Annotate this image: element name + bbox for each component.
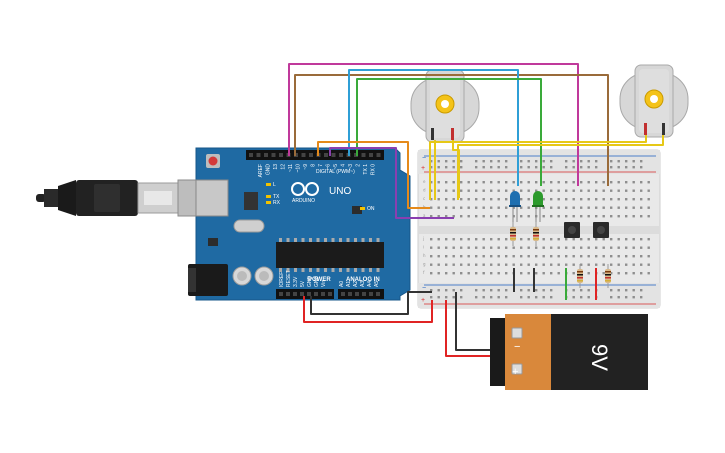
digital-pin-label: ~10 xyxy=(296,164,302,173)
wire-battery-red xyxy=(445,300,492,357)
digital-pin-label: 2 xyxy=(356,164,362,167)
power-pin-label: GND xyxy=(307,276,313,288)
digital-pin-label: ~5 xyxy=(333,164,339,170)
wire-yellow-3 xyxy=(429,135,647,200)
rx-led-label: RX xyxy=(273,200,281,206)
digital-pin-label: ~9 xyxy=(303,164,309,170)
breadboard-row-letter: f xyxy=(423,270,425,275)
arduino-uno-board: L TX RX ON ARDUINO UNO DIGITAL (PWM~) PO… xyxy=(188,147,411,301)
power-header xyxy=(276,289,334,299)
battery-minus-label: − xyxy=(514,341,520,353)
digital-label: DIGITAL (PWM~) xyxy=(316,169,355,175)
battery-icon: − + 9V xyxy=(490,314,648,390)
wire-magenta xyxy=(288,63,579,186)
digital-pin-label: 12 xyxy=(281,164,287,170)
wire-red-5v xyxy=(303,296,433,323)
wire-yellow-4 xyxy=(457,135,664,200)
wire-black-gnd xyxy=(310,291,432,315)
digital-pin-label: TX 1 xyxy=(363,164,369,175)
analog-pin-label: A4 xyxy=(367,281,373,287)
battery-plus-label: + xyxy=(512,366,518,378)
power-pin-label: 3.3V xyxy=(293,276,299,287)
brand-label: ARDUINO xyxy=(292,198,315,204)
led-icon xyxy=(509,191,521,222)
breadboard-row-letter: h xyxy=(423,253,426,258)
rail-plus-top: + xyxy=(421,165,425,172)
rail-minus-bottom: − xyxy=(422,285,426,292)
wire-green xyxy=(356,78,542,186)
arduino-infinity-logo xyxy=(291,182,319,196)
breadboard-row-letter: e xyxy=(423,179,426,184)
tx-led-label: TX xyxy=(273,194,280,200)
power-pin-label: RESET xyxy=(286,270,292,287)
power-pin-label: Vin xyxy=(321,280,327,287)
rail-minus-top: − xyxy=(422,155,426,162)
wires xyxy=(288,63,664,357)
digital-pin-label: 8 xyxy=(311,164,317,167)
breadboard-row-letter: g xyxy=(423,262,426,267)
breadboard-row-letter: i xyxy=(423,245,424,250)
power-pin-label: IOREF xyxy=(279,272,285,287)
digital-pin-label: RX 0 xyxy=(371,164,377,175)
battery-voltage-label: 9V xyxy=(587,344,612,371)
digital-pin-label: 7 xyxy=(318,164,324,167)
wire-orange xyxy=(317,141,430,209)
resistor-icon xyxy=(605,264,611,288)
analog-label: ANALOG IN xyxy=(346,277,380,283)
resistor-icon xyxy=(577,264,583,288)
dc-power-jack xyxy=(188,264,228,296)
analog-pin-label: A5 xyxy=(374,281,380,287)
dc-motor-icon xyxy=(619,64,689,138)
analog-header xyxy=(338,289,384,299)
rail-plus-bottom: + xyxy=(421,297,425,304)
model-label: UNO xyxy=(329,186,351,197)
resistor-icon xyxy=(510,222,516,246)
usb-cable-icon xyxy=(36,179,211,217)
on-led-label: ON xyxy=(367,206,375,212)
power-pin-label: 5V xyxy=(300,280,306,287)
digital-pin-label: ~6 xyxy=(326,164,332,170)
wire-brown xyxy=(294,74,609,186)
power-pin-label: GND xyxy=(314,276,320,288)
wire-purple xyxy=(329,147,454,219)
led-icon xyxy=(532,191,544,222)
analog-pin-label: A2 xyxy=(353,281,359,287)
dc-motor-icon xyxy=(410,69,480,143)
digital-pin-label: 13 xyxy=(273,164,279,170)
breadboard-row-letter: d xyxy=(423,188,426,193)
analog-pin-label: A0 xyxy=(339,281,345,287)
atmega-chip xyxy=(276,242,384,268)
breadboard-row-letter: a xyxy=(423,213,426,218)
digital-pin-label: AREF xyxy=(258,164,264,177)
digital-pin-label: GND xyxy=(266,164,272,176)
digital-pin-label: 4 xyxy=(341,164,347,167)
digital-pin-label: ~11 xyxy=(288,164,294,172)
power-label: POWER xyxy=(308,277,331,283)
breadboard-row-letter: j xyxy=(422,236,424,241)
wire-blue xyxy=(348,69,519,186)
analog-pin-label: A3 xyxy=(360,281,366,287)
breadboard-row-letter: c xyxy=(423,196,425,201)
digital-pin-label: ~3 xyxy=(348,164,354,170)
pushbutton-icon[interactable] xyxy=(593,222,609,238)
wire-battery-black xyxy=(455,292,492,351)
digital-header xyxy=(246,150,384,160)
pushbutton-icon[interactable] xyxy=(564,222,580,238)
l-led-label: L xyxy=(273,182,276,188)
resistor-icon xyxy=(533,222,539,246)
analog-pin-label: A1 xyxy=(346,281,352,287)
